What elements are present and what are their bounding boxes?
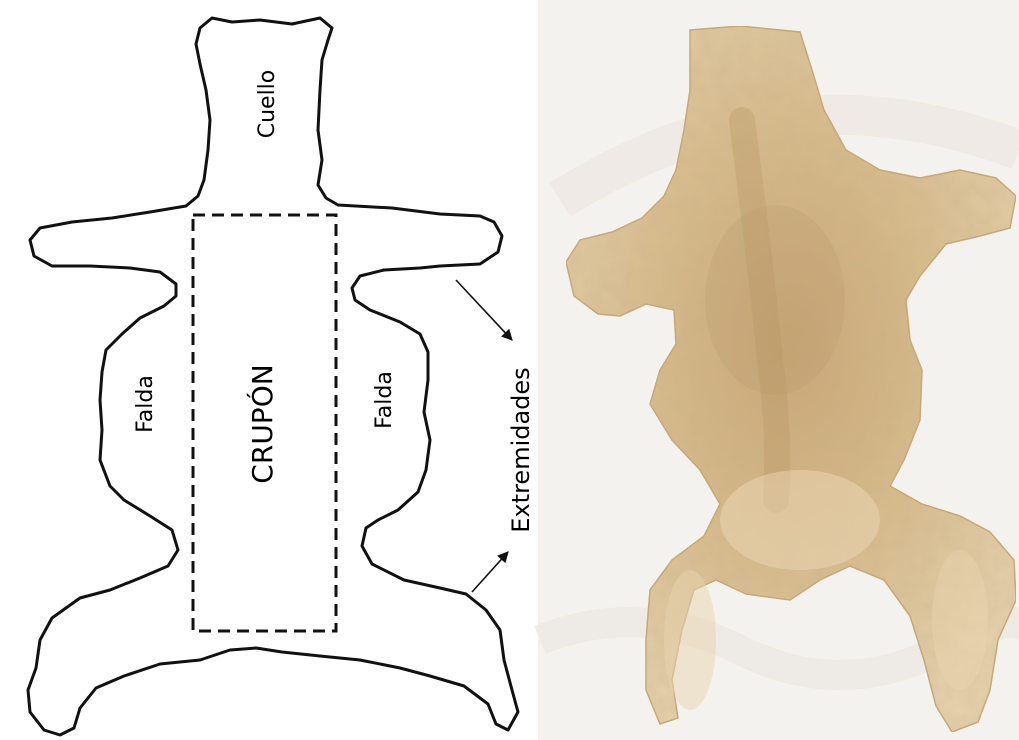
fur-highlight-leg-left: [664, 570, 716, 710]
label-left-flank: Falda: [133, 375, 158, 433]
label-extremities: Extremidades: [507, 367, 535, 532]
label-right-flank: Falda: [372, 371, 397, 429]
arrow-to-upper-extremity: [456, 280, 512, 340]
fur-shading-back: [705, 205, 845, 395]
fur-highlight-rump: [720, 470, 880, 570]
pelt-photo: [538, 0, 1019, 740]
label-neck: Cuello: [255, 70, 280, 139]
fur-highlight-leg-right: [932, 550, 988, 690]
arrow-to-lower-extremity: [472, 552, 508, 592]
label-crupon: CRUPÓN: [245, 364, 279, 483]
pelt-schematic: Cuello Falda CRUPÓN Falda Extremidades: [28, 18, 535, 735]
